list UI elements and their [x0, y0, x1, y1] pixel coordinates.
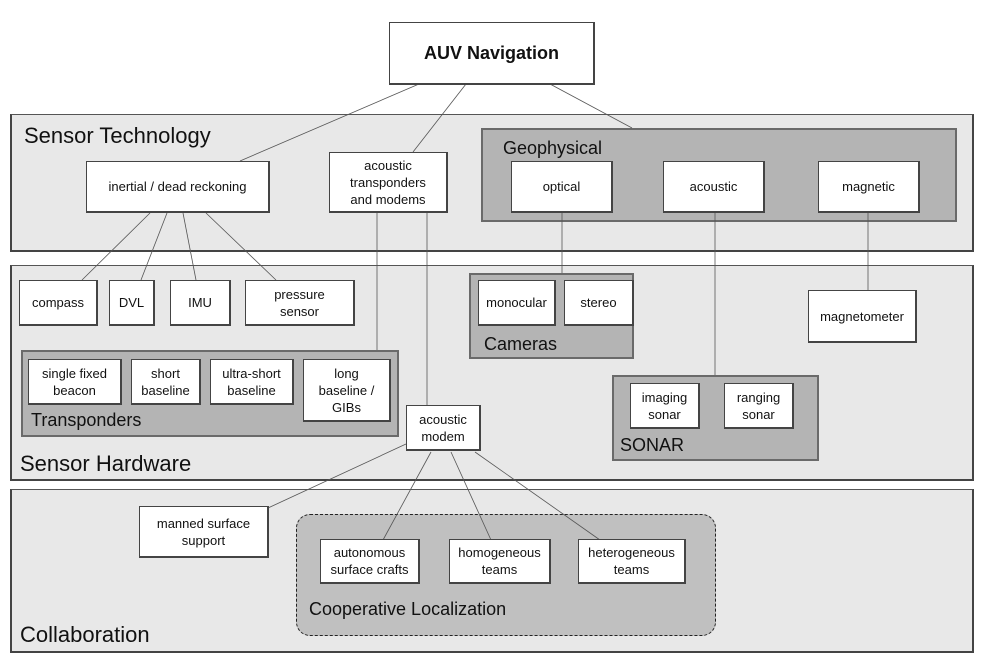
panel-title-sensor-hardware: Sensor Hardware [20, 451, 192, 476]
node-optical[interactable]: optical [511, 161, 613, 213]
group-title-sonar: SONAR [620, 435, 685, 455]
node-pressure-sensor[interactable]: pressure sensor [245, 280, 355, 326]
node-inertial-dead-reckoning[interactable]: inertial / dead reckoning [86, 161, 270, 213]
node-heterogeneous-teams[interactable]: heterogeneous teams [578, 539, 686, 584]
node-dvl[interactable]: DVL [109, 280, 155, 326]
node-imu[interactable]: IMU [170, 280, 231, 326]
node-compass[interactable]: compass [19, 280, 98, 326]
node-homogeneous-teams[interactable]: homogeneous teams [449, 539, 551, 584]
group-title-geophysical: Geophysical [503, 138, 603, 158]
node-magnetometer[interactable]: magnetometer [808, 290, 917, 343]
node-single-fixed-beacon[interactable]: single fixed beacon [28, 359, 122, 405]
node-long-baseline-gibs[interactable]: long baseline / GIBs [303, 359, 391, 422]
panel-title-collaboration: Collaboration [20, 622, 150, 647]
node-acoustic-modem[interactable]: acoustic modem [406, 405, 481, 451]
root-node-auv-navigation[interactable]: AUV Navigation [389, 22, 595, 85]
node-ranging-sonar[interactable]: ranging sonar [724, 383, 794, 429]
node-autonomous-surface-crafts[interactable]: autonomous surface crafts [320, 539, 420, 584]
node-monocular[interactable]: monocular [478, 280, 556, 326]
node-manned-surface-support[interactable]: manned surface support [139, 506, 269, 558]
panel-title-sensor-technology: Sensor Technology [24, 123, 211, 148]
node-ultra-short-baseline[interactable]: ultra-short baseline [210, 359, 294, 405]
node-magnetic[interactable]: magnetic [818, 161, 920, 213]
node-imaging-sonar[interactable]: imaging sonar [630, 383, 700, 429]
group-title-transponders: Transponders [31, 410, 142, 430]
group-title-cooperative-localization: Cooperative Localization [309, 599, 507, 619]
node-acoustic-transponders-and-modems[interactable]: acoustic transponders and modems [329, 152, 448, 213]
node-acoustic[interactable]: acoustic [663, 161, 765, 213]
group-title-cameras: Cameras [484, 334, 558, 354]
node-short-baseline[interactable]: short baseline [131, 359, 201, 405]
node-stereo[interactable]: stereo [564, 280, 634, 326]
